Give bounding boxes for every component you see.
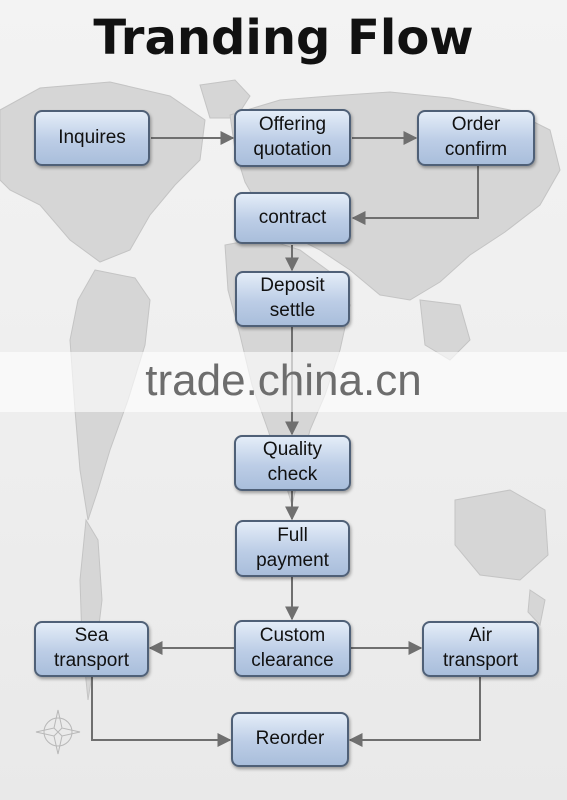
watermark-text: trade.china.cn — [145, 356, 422, 405]
watermark-band — [0, 352, 567, 412]
node-full-payment: Full payment — [235, 520, 350, 577]
node-deposit-settle: Deposit settle — [235, 271, 350, 327]
node-reorder: Reorder — [231, 712, 349, 767]
arrow-sea-to-reorder — [91, 677, 232, 747]
node-quality-check: Quality check — [234, 435, 351, 491]
node-custom-clearance: Custom clearance — [234, 620, 351, 677]
node-offering-quotation: Offering quotation — [234, 109, 351, 167]
node-sea-transport: Sea transport — [34, 621, 149, 677]
arrow-order-to-contract — [351, 166, 479, 225]
node-order-confirm: Order confirm — [417, 110, 535, 166]
node-air-transport: Air transport — [422, 621, 539, 677]
page-title: Tranding Flow — [93, 10, 474, 66]
arrow-air-to-reorder — [348, 677, 481, 747]
node-contract: contract — [234, 192, 351, 244]
node-inquires: Inquires — [34, 110, 150, 166]
